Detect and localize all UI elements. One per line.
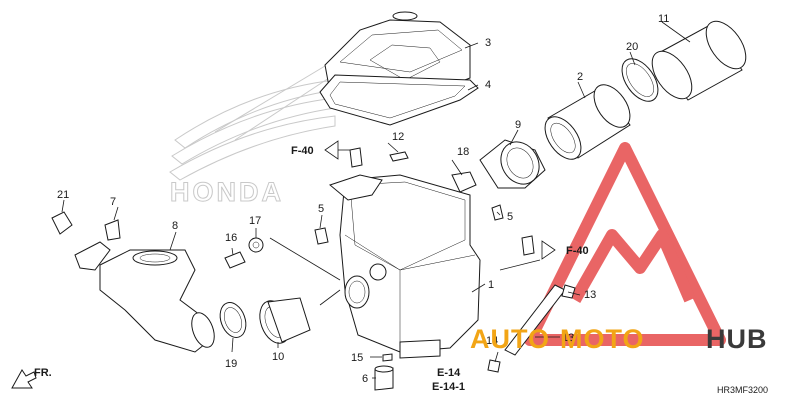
callout-11: 8 bbox=[172, 220, 178, 232]
ref-e14-1: E-14-1 bbox=[432, 381, 465, 393]
part-connecting-tube bbox=[51, 211, 215, 353]
part-bolts bbox=[349, 147, 535, 256]
callout-21: 21 bbox=[57, 189, 69, 201]
watermark-text: AUTO MOTO HUB bbox=[470, 324, 768, 354]
ref-f40-lower: F-40 bbox=[566, 245, 589, 257]
watermark-moto: MOTO bbox=[560, 324, 645, 354]
callout-18: 18 bbox=[457, 146, 469, 158]
part-air-cleaner-case bbox=[328, 174, 481, 359]
part-insulator-10 bbox=[259, 297, 311, 344]
watermark-hub: HUB bbox=[706, 324, 768, 354]
direction-label: FR. bbox=[34, 367, 52, 379]
honda-text: HONDA bbox=[170, 177, 284, 207]
ref-e14: E-14 bbox=[437, 367, 461, 379]
front-direction-arrow-icon: FR. bbox=[11, 367, 52, 389]
part-element-joint bbox=[389, 139, 546, 193]
callout-1: 1 bbox=[488, 279, 494, 291]
diagram-code: HR3MF3200 bbox=[717, 385, 768, 395]
callout-15: 16 bbox=[225, 232, 237, 244]
callout-17: 7 bbox=[110, 196, 116, 208]
callout-10: 10 bbox=[272, 351, 284, 363]
callout-2: 2 bbox=[577, 71, 583, 83]
part-pre-filter-8 bbox=[651, 20, 747, 101]
ref-f40-upper: F-40 bbox=[291, 145, 314, 157]
part-air-cleaner-element bbox=[544, 84, 631, 160]
callout-12: 13 bbox=[562, 332, 574, 344]
part-band-19 bbox=[219, 302, 247, 338]
part-air-cleaner-cover bbox=[319, 11, 479, 126]
callout-8: 11 bbox=[658, 13, 669, 25]
callout-3: 3 bbox=[485, 37, 491, 49]
honda-wing-logo: HONDA bbox=[169, 59, 336, 208]
callout-13b: 14 bbox=[486, 335, 498, 347]
callout-5b: 5 bbox=[507, 211, 513, 223]
part-drain-fittings bbox=[224, 204, 504, 269]
part-drain-tube bbox=[374, 284, 576, 391]
callout-5a: 5 bbox=[318, 203, 324, 215]
callout-13a: 13 bbox=[584, 289, 596, 301]
callout-7: 9 bbox=[515, 119, 521, 131]
callout-19: 19 bbox=[225, 358, 237, 370]
watermark-auto: AUTO bbox=[470, 324, 550, 354]
part-band-20 bbox=[621, 58, 659, 102]
callout-20: 20 bbox=[626, 41, 638, 53]
watermark-logo-icon bbox=[524, 142, 726, 346]
callout-6: 6 bbox=[362, 373, 368, 385]
callout-14: 15 bbox=[351, 352, 363, 364]
callout-9: 12 bbox=[392, 131, 404, 143]
ref-arrows bbox=[324, 140, 556, 260]
leader-lines bbox=[61, 21, 691, 379]
callout-16: 17 bbox=[249, 215, 261, 227]
callout-4: 4 bbox=[485, 79, 491, 91]
